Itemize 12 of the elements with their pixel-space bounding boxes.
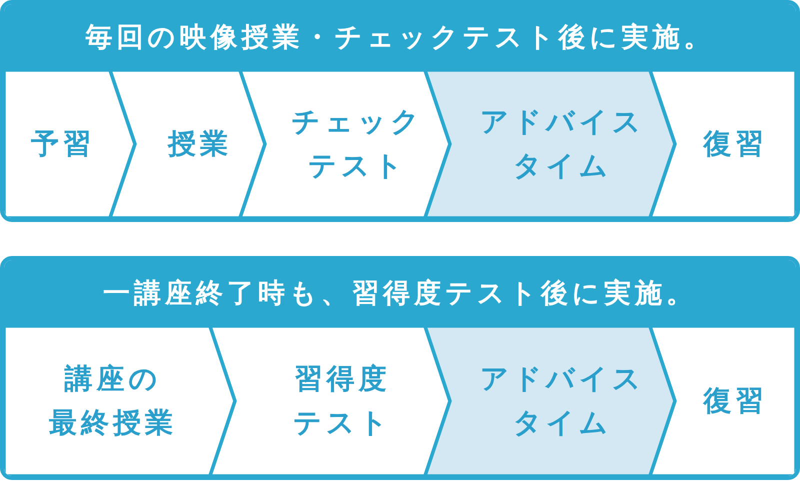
chevron-step: [650, 70, 796, 218]
step-label: 予習: [30, 126, 96, 162]
panel-heading: 毎回の映像授業・チェックテスト後に実施。: [4, 4, 796, 70]
chevron-step: [110, 70, 265, 218]
step-label: 講座の最終授業: [48, 361, 178, 441]
step-label: 習得度テスト: [292, 361, 393, 441]
chevron-step: [650, 326, 796, 476]
panel-heading: 一講座終了時も、習得度テスト後に実施。: [4, 260, 796, 326]
step-label: 授業: [166, 126, 233, 162]
step-label: 復習: [702, 383, 768, 419]
step-label: 復習: [702, 126, 768, 162]
chevron-step: [4, 326, 235, 476]
